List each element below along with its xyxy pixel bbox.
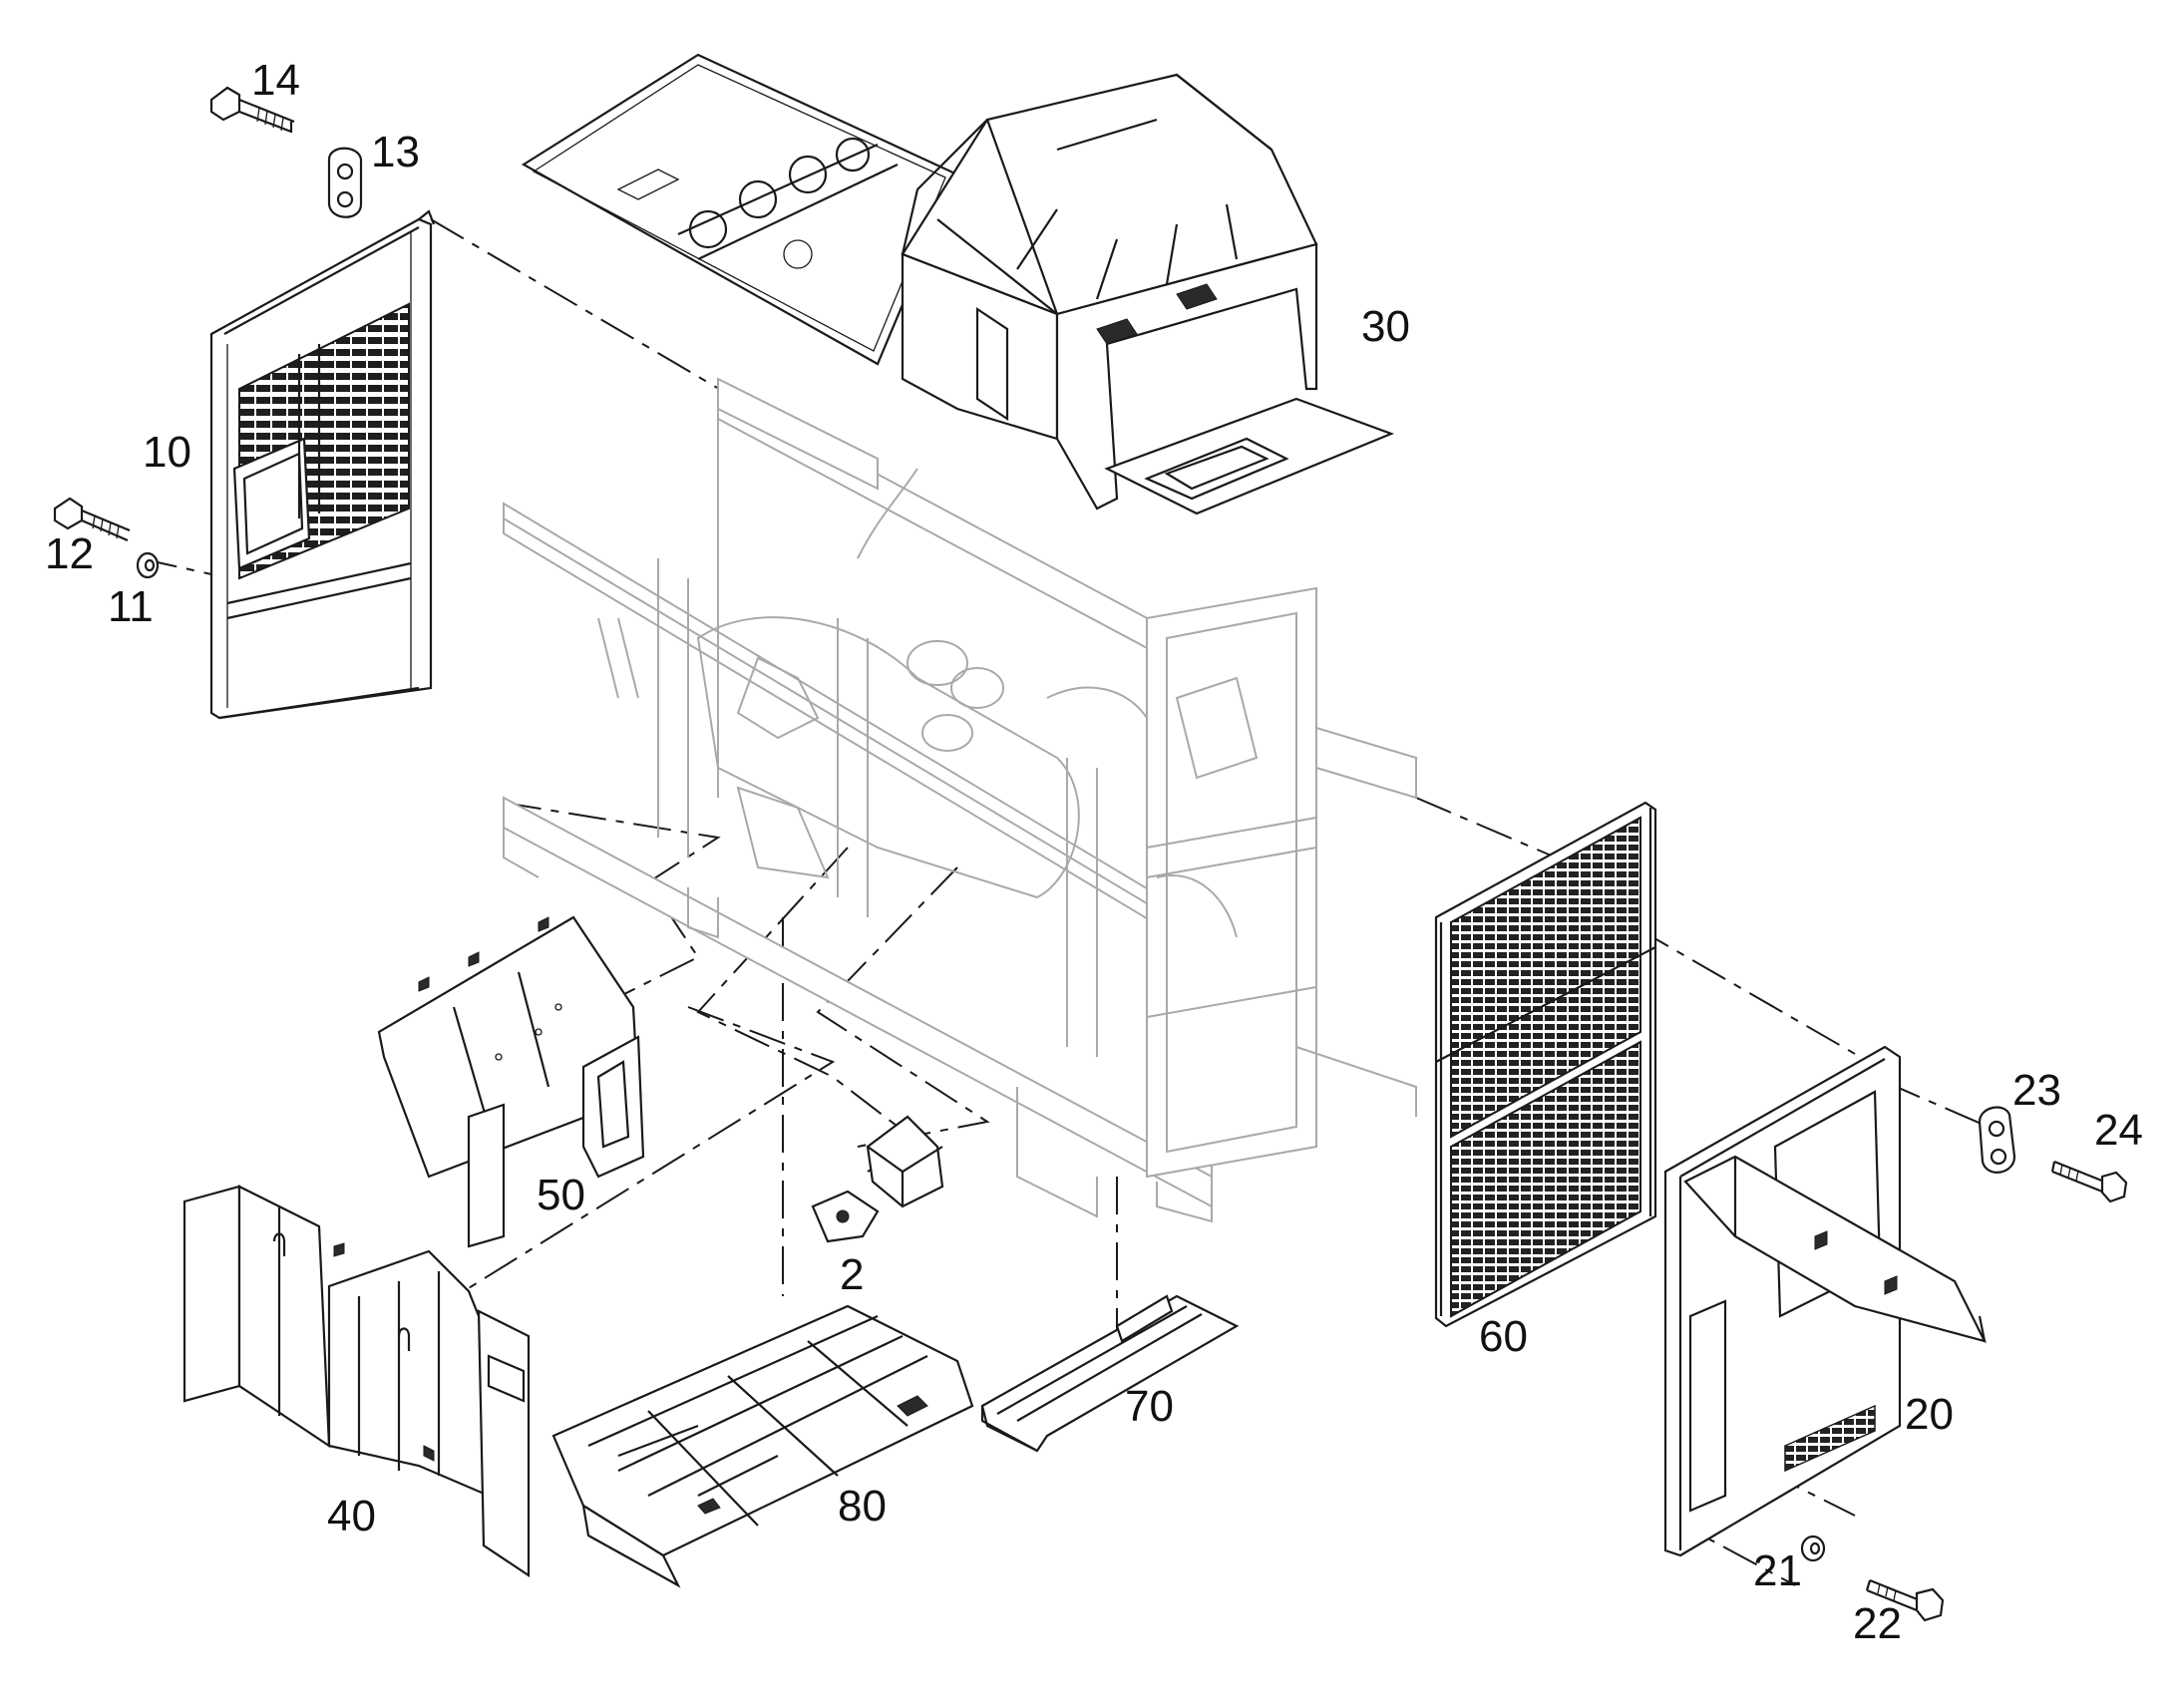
engine-frame-assembly xyxy=(503,377,1417,1223)
part-2-bracket xyxy=(811,1115,944,1243)
callout-13: 13 xyxy=(371,128,420,176)
callout-10: 10 xyxy=(143,428,191,477)
callout-14: 14 xyxy=(251,56,300,105)
callout-21: 21 xyxy=(1753,1546,1802,1595)
callout-70: 70 xyxy=(1125,1382,1174,1431)
callout-40: 40 xyxy=(327,1492,376,1540)
part-80-floor-frame xyxy=(551,1304,974,1588)
callout-80: 80 xyxy=(838,1482,887,1531)
callout-2: 2 xyxy=(840,1250,864,1299)
callout-22: 22 xyxy=(1853,1599,1902,1648)
part-20-right-door-panel xyxy=(1663,1045,1988,1557)
part-24-bolt xyxy=(2050,1160,2128,1203)
callout-23: 23 xyxy=(2012,1066,2061,1115)
part-30-roof-and-cab xyxy=(521,53,1395,515)
callout-60: 60 xyxy=(1479,1312,1528,1361)
part-50-side-panel xyxy=(377,915,645,1248)
part-13-washer-plate xyxy=(327,147,363,218)
callout-20: 20 xyxy=(1905,1390,1954,1439)
callout-11: 11 xyxy=(108,582,154,631)
part-14-bolt xyxy=(209,86,295,134)
part-23-washer-plate xyxy=(1978,1106,2016,1174)
callout-30: 30 xyxy=(1361,302,1410,351)
part-70-base-rail xyxy=(980,1294,1240,1453)
part-10-left-door-panel xyxy=(209,209,436,720)
part-40-front-lower-panel xyxy=(182,1185,531,1578)
part-21-washer xyxy=(1800,1535,1826,1562)
part-60-radiator-grille xyxy=(1434,801,1657,1328)
part-11-washer xyxy=(136,551,160,579)
part-22-bolt xyxy=(1865,1578,1945,1622)
callout-50: 50 xyxy=(537,1171,585,1219)
callout-12: 12 xyxy=(45,529,94,578)
callout-labels: 14 13 10 12 11 30 50 2 40 80 70 60 20 23… xyxy=(45,56,2143,1648)
part-12-bolt xyxy=(53,497,131,542)
callout-24: 24 xyxy=(2094,1106,2143,1155)
